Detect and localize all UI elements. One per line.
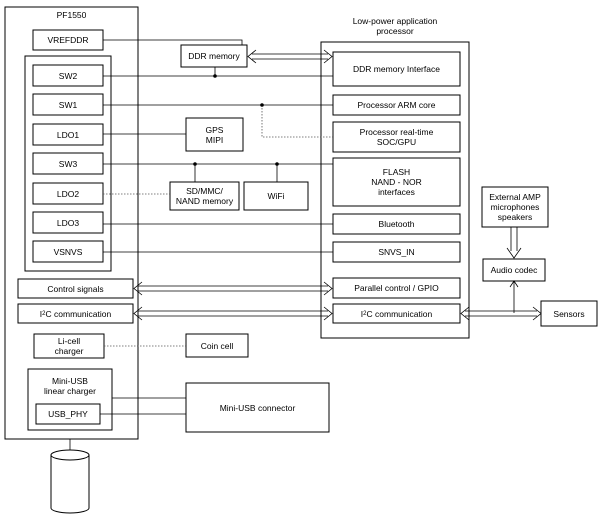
pmic-i2c-box [17,303,134,324]
bus-ddr-head-r [323,49,333,64]
vsnvs-box [32,240,104,263]
battery [50,455,90,514]
rail-sw1: SW1 [58,99,78,110]
snvs-in-label: SNVS_IN [378,247,415,257]
mini-usb-connector-label: Mini-USB connector [219,402,296,413]
pmic-i2c-prefix: I [39,308,43,319]
bluetooth-label: Bluetooth [378,219,415,229]
proc-i2c-prefix: I [360,308,364,319]
control-signals-box [17,278,134,299]
rail-ldo1: LDO1 [56,129,80,140]
ddr-memory-label: DDR memory [188,51,240,61]
bus-sensors-head-l [460,306,470,321]
arrow-amp-head [506,247,522,259]
rail-sw3: SW3 [58,158,78,169]
flash-box [332,157,461,207]
dot-sw1 [260,103,264,107]
dot-sw3-wifi [275,162,279,166]
amp-box [481,186,549,228]
rail-ldo3: LDO3 [56,217,80,228]
pmic-i2c-suffix: C communication [45,308,112,319]
ldo1-box [32,123,104,146]
line-vrefddr [103,39,243,45]
wifi-label: WiFi [267,191,285,201]
parallel-label: Parallel control / GPIO [354,283,439,293]
bus-ctrl-head-l [133,281,143,296]
processor-box [320,41,470,339]
bus-ctrl-head-r [323,281,333,296]
gps-box [185,117,244,152]
rail-ldo2: LDO2 [56,188,80,199]
rail-vsnvs: VSNVS [53,246,83,257]
ldo2-box [32,182,104,205]
ddr-interface-box [332,51,461,87]
bus-i2c-head-r [323,306,333,321]
parallel-box [332,277,461,299]
control-signals-label: Control signals [47,283,104,294]
amp-label: External AMP microphones speakers [489,192,541,222]
li-cell-label: Li-cell charger [54,336,84,356]
sw2-box [32,64,104,87]
sw3-box [32,152,104,175]
ddr-interface-label: DDR memory Interface [353,64,440,74]
processor-title: Low-power application processor [352,16,438,36]
bus-sensors-head-r [532,306,542,321]
wifi-box [243,181,309,211]
audio-codec-label: Audio codec [490,265,538,275]
mini-usb-box [27,368,113,431]
realtime-label: Processor real-time SOC/GPU [359,127,434,147]
dotted-sw1-realtime [261,105,333,138]
pmic-box [4,6,139,440]
sw1-box [32,93,104,116]
dot-sw3-sd [193,162,197,166]
coin-cell-label: Coin cell [200,340,234,351]
bus-ddr-head-l [247,49,257,64]
rail-sw2: SW2 [58,70,78,81]
mini-usb-connector-box [185,382,330,433]
flash-label: FLASH NAND - NOR interfaces [371,167,422,197]
proc-i2c-suffix: C communication [366,308,433,319]
rail-group-box [24,55,112,272]
sensors-label: Sensors [553,308,585,319]
sd-label: SD/MMC/ NAND memory [175,186,234,206]
gps-label: GPS MIPI [205,124,224,145]
pmic-title: PF1550 [56,10,87,20]
ldo3-box [32,211,104,234]
vrefddr-label: VREFDDR [47,35,89,45]
sd-box [169,181,240,211]
arrow-codec-up [509,280,519,288]
bus-i2c-head-l [133,306,143,321]
ddr-memory-box [180,44,248,68]
proc-i2c-box [332,303,461,324]
dot-sw2 [213,74,217,78]
usb-phy-label: USB_PHY [48,409,88,419]
arm-core-label: Processor ARM core [357,100,436,110]
mini-usb-label: Mini-USB linear charger [44,376,96,396]
coin-cell-box [185,333,249,358]
